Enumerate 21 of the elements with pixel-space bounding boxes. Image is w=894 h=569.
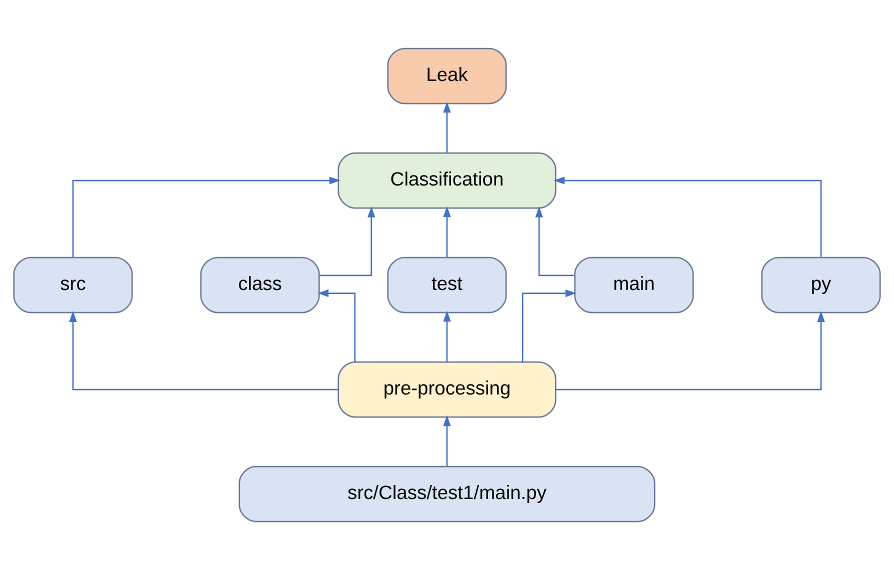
arrow xyxy=(554,176,822,256)
arrow xyxy=(72,176,340,256)
arrow xyxy=(535,206,574,276)
arrow xyxy=(522,288,576,362)
node-box: class xyxy=(200,256,320,313)
arrow xyxy=(443,310,451,361)
node-box: src/Class/test1/main.py xyxy=(238,465,656,522)
node-box: Classification xyxy=(338,152,556,208)
arrow xyxy=(443,206,451,256)
arrow xyxy=(443,414,451,466)
arrow xyxy=(320,206,376,276)
arrow xyxy=(443,101,451,152)
node-box: main xyxy=(574,256,694,313)
node-box: src xyxy=(13,256,133,313)
node-box: test xyxy=(387,256,507,313)
node-box: pre-processing xyxy=(338,360,556,418)
arrow xyxy=(556,310,825,390)
arrow xyxy=(69,310,338,390)
node-box: py xyxy=(761,256,881,313)
node-box: Leak xyxy=(387,47,507,104)
arrow xyxy=(317,288,356,362)
